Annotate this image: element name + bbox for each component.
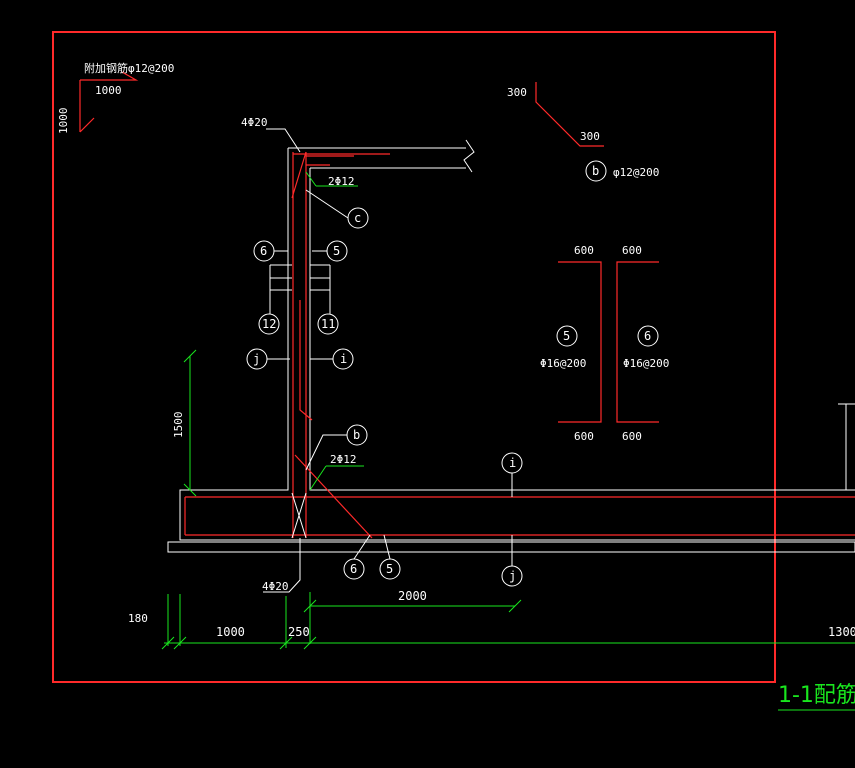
bar-4phi20-top: 4Φ20	[241, 116, 268, 129]
bubble-5-right	[556, 325, 578, 347]
dim-2000: 2000	[398, 589, 427, 603]
bubble-b-mid	[346, 424, 368, 446]
dim-300-b: 300	[580, 130, 600, 143]
bubble-c	[347, 207, 369, 229]
dimensions: 1500 2000 180 1000 250 1300	[128, 349, 855, 650]
dim-1000: 1000	[216, 625, 245, 639]
dim-600-2: 600	[622, 244, 642, 257]
bar-2phi12-top: 2Φ12	[328, 175, 355, 188]
bubble-j-bot-label: j	[509, 569, 516, 583]
bubble-c-label: c	[354, 211, 361, 225]
bubble-12-label: 12	[262, 317, 276, 331]
bubble-6-bot-label: 6	[350, 562, 357, 576]
dim-300-a: 300	[507, 86, 527, 99]
bubble-11-label: 11	[321, 317, 335, 331]
bubble-5-bot	[379, 558, 401, 580]
bar-2phi12-mid: 2Φ12	[330, 453, 357, 466]
dim-180: 180	[128, 612, 148, 625]
leaders: 4Φ20 2Φ12 c 6 5 12 11 j i b 2Φ12 i j 6	[241, 116, 523, 593]
dim-600-1: 600	[574, 244, 594, 257]
bubble-6-right	[637, 325, 659, 347]
dim-250: 250	[288, 625, 310, 639]
dim-1500: 1500	[172, 412, 185, 439]
bubble-5-right-label: 5	[563, 329, 570, 343]
bubble-12	[258, 313, 280, 335]
dim-600-4: 600	[622, 430, 642, 443]
bubble-j-bot	[501, 565, 523, 587]
bubble-5-bot-label: 5	[386, 562, 393, 576]
bubble-i-mid-label: i	[509, 456, 516, 470]
bubble-j-left-label: j	[253, 352, 260, 366]
bubble-11	[317, 313, 339, 335]
bars-5-6-detail: 600 600 600 600 5 6 Φ16@200 Φ16@200	[540, 244, 669, 443]
bubble-b-top-label: b	[592, 164, 599, 178]
spec-6: Φ16@200	[623, 357, 669, 370]
bubble-i-left-label: i	[340, 352, 347, 366]
bubble-b-mid-label: b	[353, 428, 360, 442]
bubble-6-left-label: 6	[260, 244, 267, 258]
section-title: 1-1配筋	[778, 683, 855, 711]
additional-bar-detail: 附加钢筋φ12@200 1000 1000	[57, 61, 174, 134]
bubble-5-left-label: 5	[333, 244, 340, 258]
bent-bar-b-detail: 300 300 b φ12@200	[507, 82, 659, 182]
title-text: 1-1配筋	[778, 683, 855, 708]
bubble-6-right-label: 6	[644, 329, 651, 343]
dim-1000-side: 1000	[57, 108, 70, 135]
red-frame	[52, 31, 776, 683]
note-top-left: 附加钢筋φ12@200	[84, 61, 174, 75]
dim-1300: 1300	[828, 625, 855, 639]
spec-5: Φ16@200	[540, 357, 586, 370]
rebar-lines	[184, 151, 855, 539]
dim-600-3: 600	[574, 430, 594, 443]
b-spec: φ12@200	[613, 166, 659, 179]
bubble-6-bot	[343, 558, 365, 580]
bubble-b-top	[585, 160, 607, 182]
dim-1000-top: 1000	[95, 84, 122, 97]
bar-4phi20-bottom: 4Φ20	[262, 580, 289, 593]
